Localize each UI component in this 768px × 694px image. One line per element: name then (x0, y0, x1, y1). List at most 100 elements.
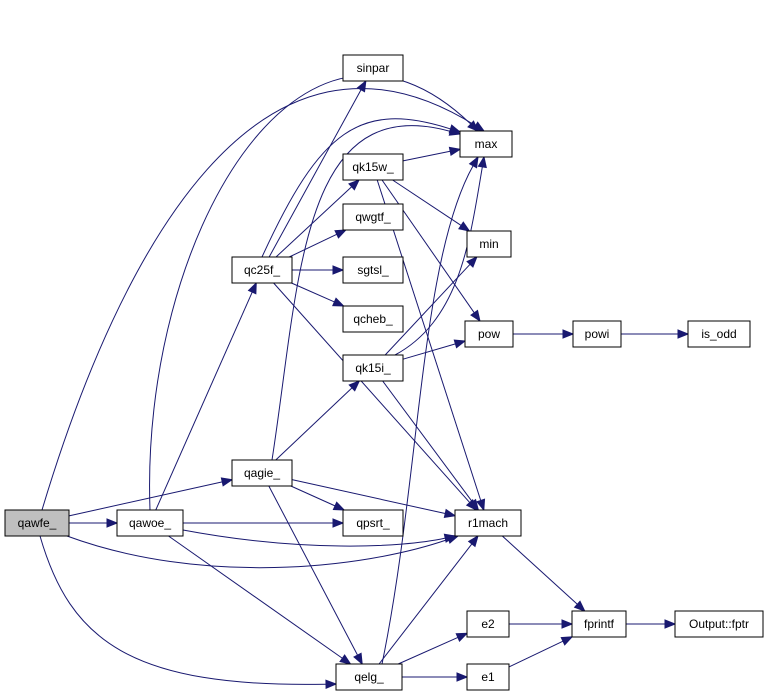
edge-line (66, 535, 449, 569)
arrowhead (455, 632, 469, 642)
node-layer: qawfe_ qawoe_ qagie_ qc25f_ qelg_ qk15i_ qk15w… (4, 54, 764, 691)
edge-line (41, 88, 476, 511)
arrowhead (561, 619, 574, 629)
arrowhead (106, 518, 119, 528)
node-box (571, 610, 627, 638)
edge-qc25f-to-max (261, 118, 462, 258)
node-label: is_odd (701, 327, 736, 341)
edge-line (381, 179, 475, 314)
edge-line (268, 89, 362, 258)
node-box (116, 509, 184, 537)
node-powi[interactable]: powi (572, 320, 622, 348)
node-box (342, 54, 404, 82)
node-sinpar[interactable]: sinpar (342, 54, 404, 82)
node-r1mach[interactable]: r1mach (454, 509, 522, 537)
node-sgtsl[interactable]: sgtsl_ (342, 256, 404, 284)
arrowhead (325, 679, 338, 689)
edge-line (394, 166, 483, 356)
edge-line (384, 263, 471, 356)
edge-qawfe-to-qagie (68, 477, 234, 517)
edge-line (381, 165, 474, 665)
edge-qagie-to-qelg (268, 485, 363, 666)
node-box (335, 663, 403, 691)
arrowhead (453, 339, 467, 349)
node-box (454, 509, 522, 537)
node-min[interactable]: min (466, 230, 512, 258)
node-box (687, 320, 751, 348)
edge-pow-to-powi (513, 329, 575, 339)
node-label: e1 (481, 670, 495, 684)
edge-layer (39, 74, 690, 689)
edge-line (392, 179, 462, 226)
node-label: qwgtf_ (355, 210, 391, 224)
edge-line (378, 543, 473, 665)
node-box (342, 509, 404, 537)
edge-qawfe-to-max (41, 88, 486, 511)
node-is-odd[interactable]: is_odd (687, 320, 751, 348)
node-box (342, 305, 404, 333)
node-box (572, 320, 622, 348)
edge-line (376, 179, 482, 501)
node-qk15w[interactable]: qk15w_ (342, 153, 404, 181)
edge-qelg-to-e2 (397, 632, 469, 665)
edge-qawoe-to-qpsrt (183, 518, 345, 528)
node-qagie[interactable]: qagie_ (231, 459, 293, 487)
node-box (342, 203, 404, 231)
edge-qelg-to-e1 (402, 672, 469, 682)
arrowhead (334, 229, 347, 239)
arrowhead (476, 498, 486, 512)
edge-qelg-to-r1mach (378, 534, 479, 665)
edge-qawoe-to-r1mach (182, 529, 457, 547)
edge-qc25f-to-qcheb (291, 282, 345, 307)
edge-line (275, 186, 353, 258)
arrowhead (332, 297, 345, 307)
arrowhead (332, 518, 345, 528)
node-label: e2 (481, 617, 495, 631)
node-qwgtf[interactable]: qwgtf_ (342, 203, 404, 231)
arrowhead (348, 179, 360, 191)
node-box (342, 354, 404, 382)
edge-line (268, 485, 358, 656)
edge-line (402, 150, 451, 162)
node-max[interactable]: max (459, 130, 513, 158)
edge-qawfe-to-qelg (39, 535, 338, 689)
node-qc25f[interactable]: qc25f_ (231, 256, 293, 284)
arrowhead (448, 124, 462, 134)
node-qk15i[interactable]: qk15i_ (342, 354, 404, 382)
node-qawoe[interactable]: qawoe_ (116, 509, 184, 537)
node-box (231, 256, 293, 284)
node-label: qk15i_ (355, 361, 391, 375)
node-label: qc25f_ (244, 263, 280, 277)
node-box (674, 610, 764, 638)
edge-qawoe-to-qc25f (155, 281, 257, 511)
edge-line (290, 485, 336, 507)
node-e2[interactable]: e2 (466, 610, 510, 638)
node-qelg[interactable]: qelg_ (335, 663, 403, 691)
node-box (464, 320, 514, 348)
arrowhead (443, 508, 457, 519)
node-label: powi (585, 327, 610, 341)
edge-line (508, 640, 564, 668)
edge-qc25f-to-sgtsl (292, 265, 345, 275)
node-qawfe[interactable]: qawfe_ (4, 509, 70, 537)
node-label: pow (478, 327, 500, 341)
edge-qk15i-to-r1mach (382, 380, 480, 512)
node-e1[interactable]: e1 (466, 663, 510, 691)
node-fprintf[interactable]: fprintf (571, 610, 627, 638)
node-qcheb[interactable]: qcheb_ (342, 305, 404, 333)
arrowhead (562, 329, 575, 339)
edge-qk15w-to-max (402, 146, 462, 162)
edge-line (261, 118, 451, 258)
edge-line (291, 282, 335, 303)
node-pow[interactable]: pow (464, 320, 514, 348)
edge-line (275, 387, 353, 461)
edge-line (182, 529, 446, 547)
edge-qagie-to-r1mach (291, 479, 457, 519)
arrowhead (353, 652, 363, 666)
node-output-fptr[interactable]: Output::fptr (674, 610, 764, 638)
node-qpsrt[interactable]: qpsrt_ (342, 509, 404, 537)
arrowhead (477, 155, 487, 169)
node-label: qpsrt_ (356, 516, 390, 530)
arrowhead (468, 155, 479, 169)
edge-qk15w-to-pow (381, 179, 481, 323)
